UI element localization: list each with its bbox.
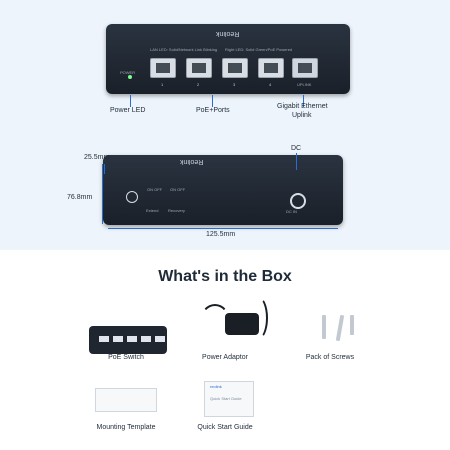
extend-label: Extend — [146, 208, 159, 213]
uplink-port — [292, 58, 318, 78]
dc-power-jack-icon — [290, 193, 306, 209]
dc-in-label: DC IN — [286, 209, 297, 214]
height-dimension: 25.5mm — [84, 154, 110, 161]
extend-switch-labels: ON OFF — [147, 187, 163, 192]
port-number-3: 3 — [233, 82, 236, 87]
mini-port-1 — [99, 336, 109, 342]
recovery-label: Recovery — [168, 208, 185, 213]
mini-port-4 — [141, 336, 151, 342]
right-led-text: Right LED: Solid Green/PoE Powered — [225, 47, 293, 52]
gigabit-callout: Gigabit Ethernet — [277, 103, 328, 110]
poe-port-2 — [186, 58, 212, 78]
poe-port-4 — [258, 58, 284, 78]
mounting-template-label: Mounting Template — [96, 424, 156, 431]
switch-back — [103, 155, 343, 225]
height-line — [104, 164, 105, 174]
mini-port-2 — [113, 336, 123, 342]
guide-brand: reolink — [210, 384, 222, 389]
power-led-icon — [128, 75, 132, 79]
whats-in-the-box-title: What's in the Box — [158, 268, 292, 285]
power-pointer — [130, 95, 131, 107]
port-number-2: 2 — [197, 82, 200, 87]
screw-3 — [350, 315, 354, 335]
poe-port-3 — [222, 58, 248, 78]
mini-port-uplink — [155, 336, 165, 342]
power-led-callout: Power LED — [110, 107, 146, 114]
port-number-1: 1 — [161, 82, 164, 87]
mini-port-3 — [127, 336, 137, 342]
guide-subtitle: Quick Start Guide — [210, 396, 242, 401]
screws-image — [310, 305, 370, 345]
quick-start-guide-image — [204, 381, 254, 417]
depth-line — [102, 164, 103, 224]
screw-2 — [335, 314, 345, 342]
mounting-template-image — [95, 388, 157, 412]
screw-1 — [322, 315, 326, 339]
poe-ports-callout: PoE+Ports — [196, 107, 230, 114]
power-led-label: POWER — [120, 70, 136, 75]
port-number-4: 4 — [269, 82, 272, 87]
uplink-pointer — [303, 95, 304, 107]
lan-led-text: LAN LED: Solid/Network Link Blinking — [150, 47, 218, 52]
poe-switch-label: PoE Switch — [108, 354, 144, 361]
power-adaptor-label: Power Adaptor — [202, 354, 248, 361]
recovery-switch-labels: ON OFF — [170, 187, 186, 192]
depth-dimension: 76.8mm — [67, 194, 93, 201]
screws-label: Pack of Screws — [305, 354, 355, 361]
uplink-small-label: UPLINK — [297, 82, 312, 87]
dc-pointer — [296, 153, 297, 170]
adapter-cable-1 — [200, 304, 230, 338]
adapter-cable-2 — [248, 296, 268, 340]
width-line — [108, 228, 338, 229]
width-dimension: 125.5mm — [206, 231, 236, 238]
quick-start-guide-label: Quick Start Guide — [197, 424, 253, 431]
brand-logo: Reolink — [216, 30, 240, 37]
ground-screw-icon — [126, 191, 138, 203]
brand-logo-back: Reolink — [180, 158, 204, 165]
poe-port-1 — [150, 58, 176, 78]
dc-callout: DC — [291, 145, 302, 152]
uplink-callout: Uplink — [292, 112, 312, 119]
poe-pointer — [212, 95, 213, 107]
